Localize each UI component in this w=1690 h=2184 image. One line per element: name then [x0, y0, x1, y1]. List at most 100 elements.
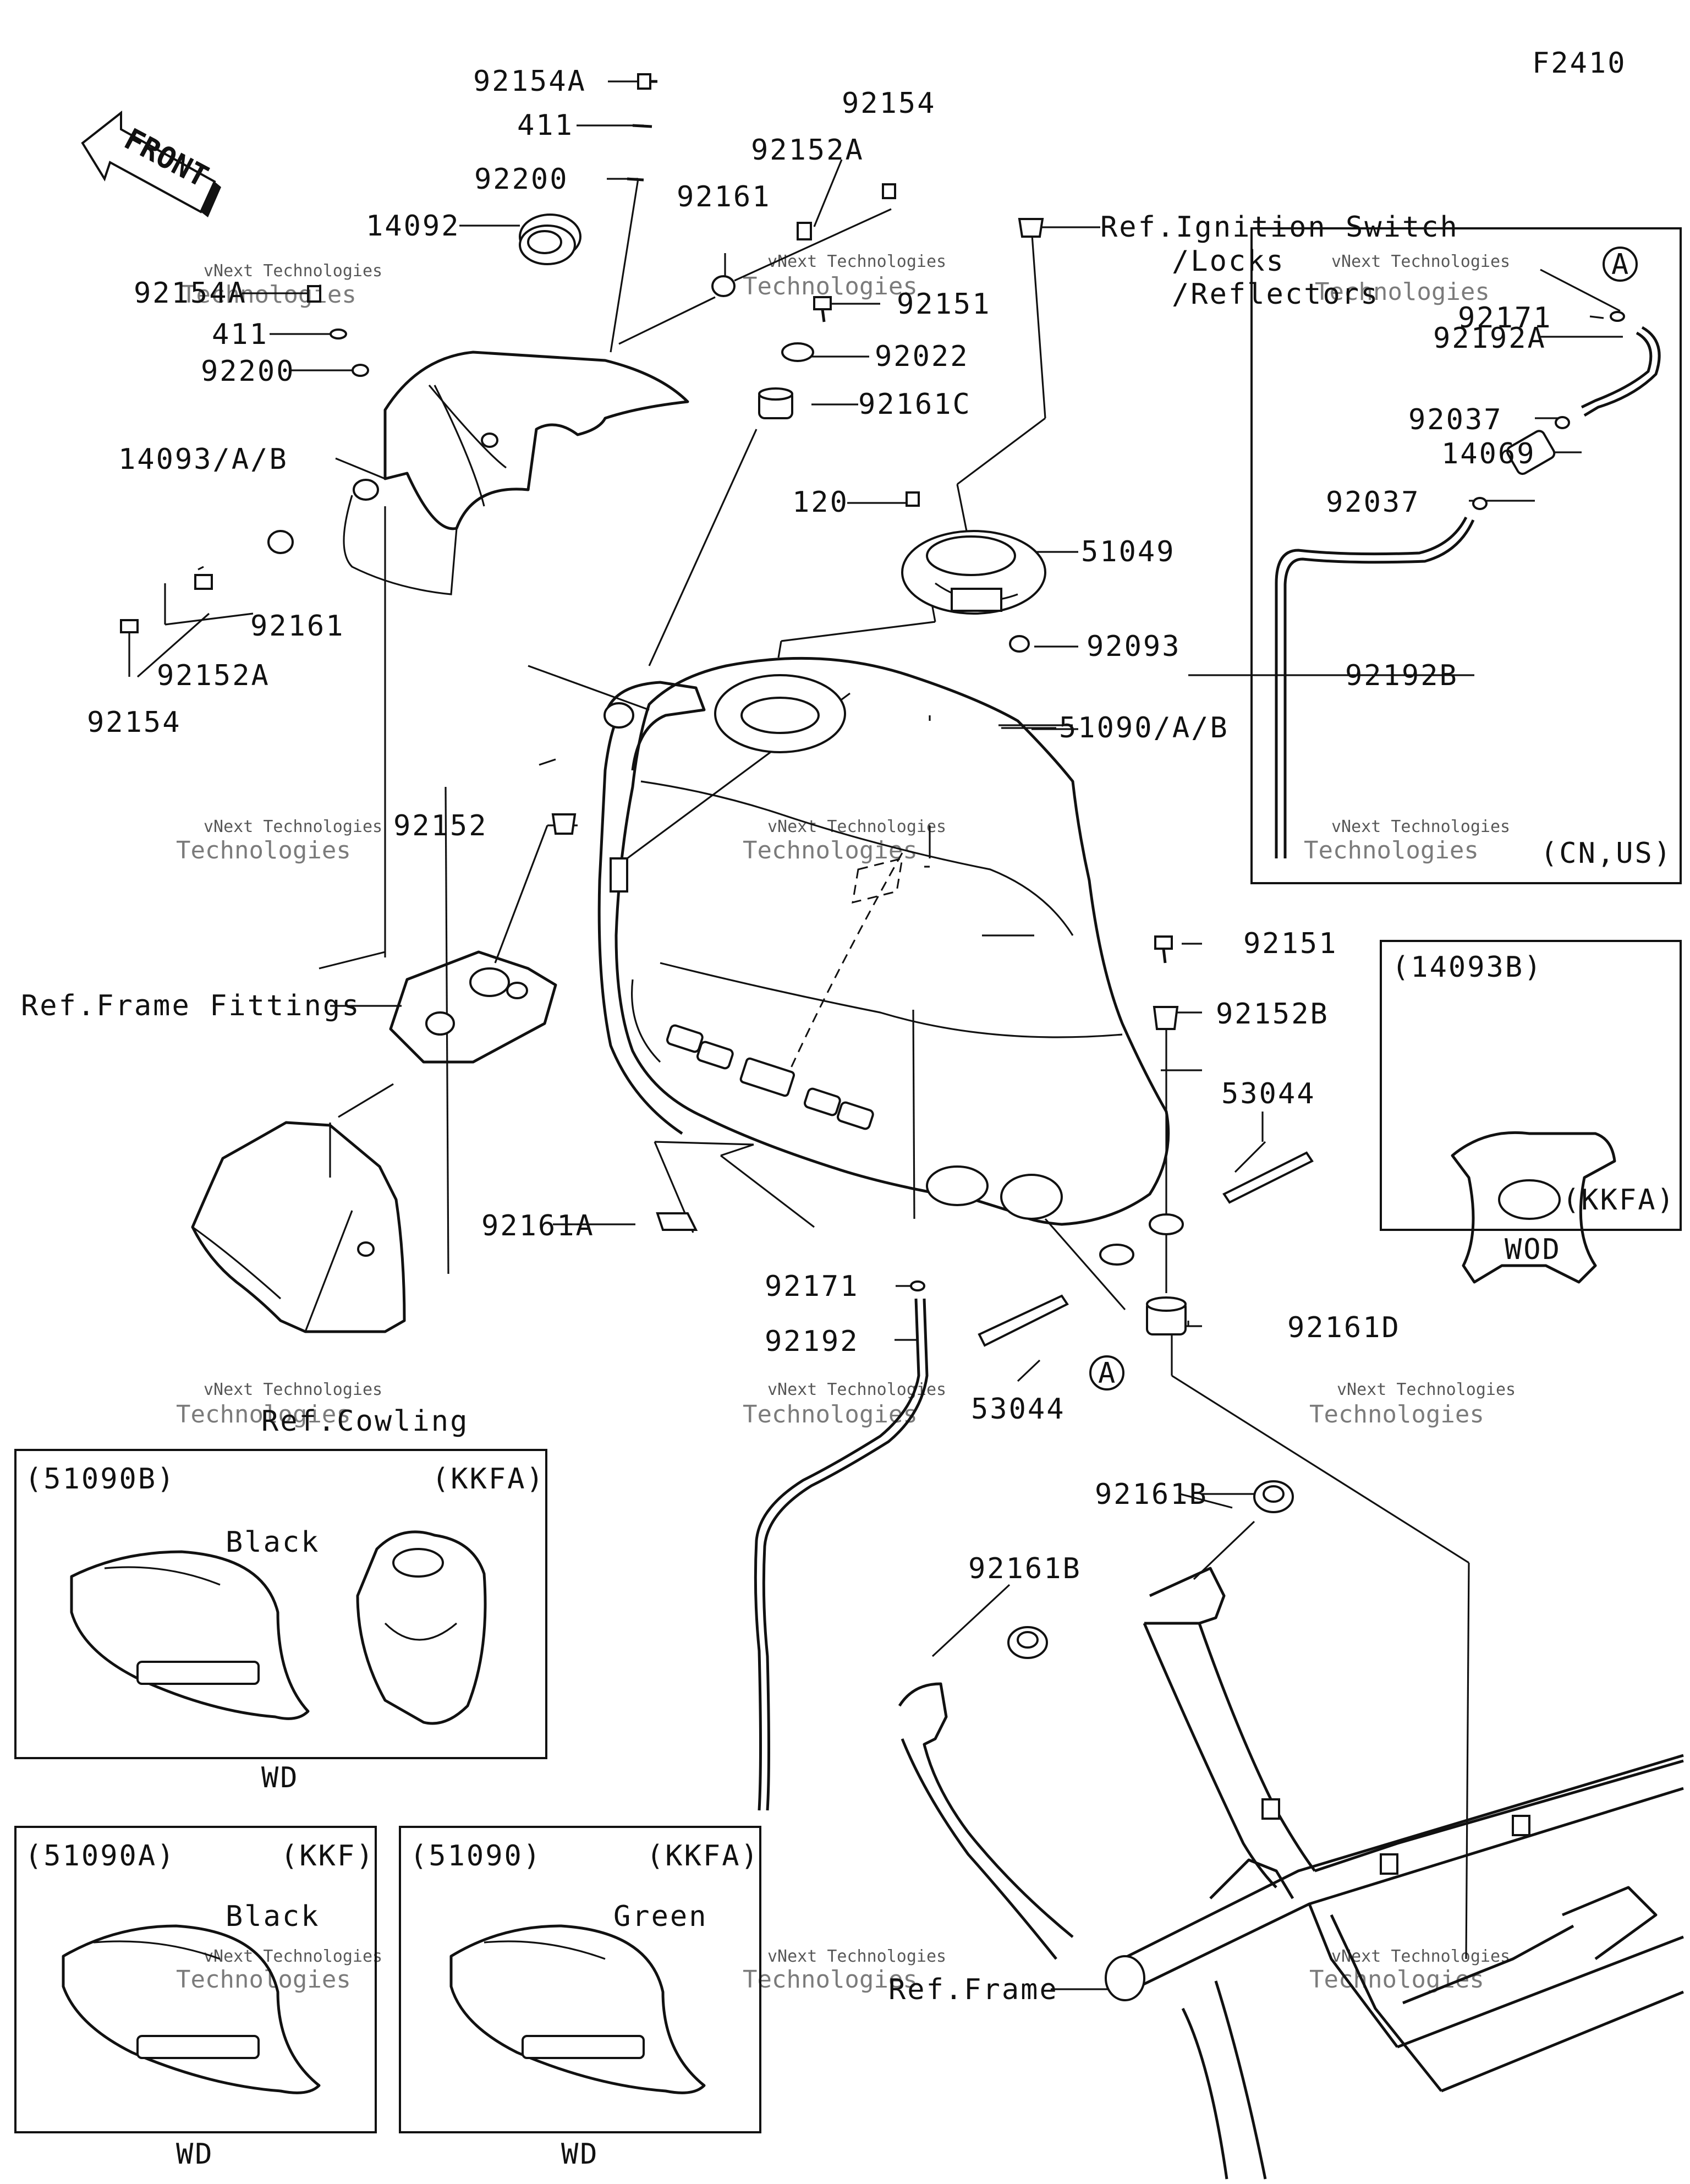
inset-base-caption: WD	[561, 2138, 599, 2171]
wod-market: (KKFA)	[1562, 1184, 1676, 1217]
svg-text:Technologies: Technologies	[1309, 1400, 1484, 1428]
svg-text:Technologies: Technologies	[1304, 836, 1479, 864]
label-ref-locks: /Locks	[1172, 245, 1285, 278]
label-51049: 51049	[1081, 535, 1176, 568]
svg-text:vNext Technologies: vNext Technologies	[204, 261, 382, 281]
svg-text:vNext Technologies: vNext Technologies	[767, 252, 946, 271]
inset-b-caption: WD	[261, 1761, 299, 1794]
clamp-92171	[910, 1280, 925, 1291]
label-92192: 92192	[765, 1325, 859, 1358]
tank-51090A-side	[62, 1924, 321, 2094]
label-411: 411	[212, 318, 268, 351]
svg-text:Technologies: Technologies	[176, 836, 351, 864]
label-92161B-b: 92161B	[968, 1552, 1082, 1585]
collar-92152A-lower	[194, 574, 213, 590]
label-14069: 14069	[1441, 437, 1536, 470]
box-cn-us	[1250, 227, 1682, 884]
washer-92022	[781, 342, 814, 362]
bolt-92154-lower	[120, 619, 139, 633]
inset-a-color: Black	[226, 1900, 320, 1933]
tank-51090B-side	[70, 1550, 310, 1720]
part-drawings	[14, 73, 1684, 2180]
inset-a-part: (51090A)	[25, 1840, 175, 1873]
label-marker-a-box: A	[1611, 248, 1630, 281]
svg-text:Technologies: Technologies	[743, 836, 918, 864]
collar-92152A-upper	[797, 222, 812, 240]
grommet-92161C	[758, 387, 793, 419]
filter-14069	[1506, 430, 1556, 475]
label-ref-cowling: Ref.Cowling	[261, 1405, 469, 1438]
inset-base-market: (KKFA)	[646, 1840, 760, 1873]
label-92152A-lower: 92152A	[157, 659, 270, 692]
label-92152B: 92152B	[1216, 998, 1329, 1031]
svg-text:vNext Technologies: vNext Technologies	[204, 1947, 382, 1966]
label-92152A-upper: 92152A	[751, 134, 864, 167]
ignition-bolt	[1018, 218, 1044, 238]
label-92151-upper: 92151	[897, 288, 991, 321]
label-51090-a-b: 51090/A/B	[1059, 711, 1229, 745]
watermarks: vNext Technologies Technologies vNext Te…	[176, 252, 1516, 1994]
figure-code: F2410	[1532, 47, 1627, 80]
damper-92161A	[656, 1212, 698, 1231]
label-92037-a: 92037	[1408, 403, 1503, 436]
tank-51090-side	[449, 1924, 706, 2094]
label-92154A: 92154A	[134, 277, 247, 310]
label-92093: 92093	[1087, 630, 1181, 663]
bolt-92151-upper	[813, 296, 832, 322]
svg-text:vNext Technologies: vNext Technologies	[1331, 252, 1510, 271]
wod-part: (14093B)	[1392, 951, 1543, 984]
label-92161D: 92161D	[1287, 1311, 1401, 1344]
svg-text:Technologies: Technologies	[743, 1400, 918, 1428]
washer-92200-top	[627, 177, 644, 182]
box-51090	[399, 1826, 761, 2133]
screw-120	[906, 491, 920, 507]
svg-text:Technologies: Technologies	[176, 1400, 351, 1428]
fuel-tank-51090	[597, 656, 1184, 1266]
grommet-92161-lower	[267, 530, 294, 554]
svg-text:vNext Technologies: vNext Technologies	[1337, 1380, 1516, 1399]
label-92200-top: 92200	[474, 163, 569, 196]
grommet-92161D	[1146, 1296, 1187, 1335]
label-53044-lower: 53044	[971, 1393, 1066, 1426]
front-arrow-icon: FRONT	[81, 110, 221, 217]
ref-cowling	[191, 1121, 406, 1333]
label-14093-a-b: 14093/A/B	[118, 443, 288, 476]
svg-text:vNext Technologies: vNext Technologies	[1331, 817, 1510, 836]
label-cn-us: (CN,US)	[1540, 837, 1672, 870]
label-ref-ignition-switch: Ref.Ignition Switch	[1100, 211, 1459, 244]
inset-b-part: (51090B)	[25, 1463, 175, 1496]
hose-92192B	[1275, 516, 1475, 858]
label-53044-right: 53044	[1221, 1077, 1316, 1110]
bolt-92154A	[307, 285, 321, 303]
label-92037-b: 92037	[1326, 486, 1420, 519]
label-92192B: 92192B	[1345, 659, 1458, 692]
label-92161-lower: 92161	[250, 610, 345, 643]
svg-text:Technologies: Technologies	[1309, 1966, 1484, 1994]
label-92171-box: 92171	[1458, 302, 1552, 335]
grommet-92161-upper	[618, 208, 892, 345]
svg-text:vNext Technologies: vNext Technologies	[767, 817, 946, 836]
label-92192A: 92192A	[1433, 322, 1546, 355]
box-51090B	[14, 1449, 547, 1759]
tube-53044-lower	[978, 1294, 1069, 1347]
cover-14093B	[1451, 1131, 1616, 1284]
svg-text:Technologies: Technologies	[743, 272, 918, 300]
svg-text:Technologies: Technologies	[182, 281, 356, 309]
label-14092: 14092	[366, 210, 460, 243]
clamp-92171-box	[1610, 311, 1625, 322]
label-92152: 92152	[393, 809, 488, 842]
label-92171: 92171	[765, 1270, 859, 1303]
label-92161C: 92161C	[858, 388, 972, 421]
label-92161-upper: 92161	[677, 180, 771, 214]
grommet-92161B-a	[1253, 1480, 1294, 1513]
inset-base-color: Green	[613, 1900, 708, 1933]
svg-text:vNext Technologies: vNext Technologies	[1331, 1947, 1510, 1966]
label-92200: 92200	[201, 355, 295, 388]
box-wod	[1380, 940, 1682, 1231]
gasket-92093	[1009, 635, 1030, 653]
label-92151-right: 92151	[1243, 927, 1338, 960]
label-92161A: 92161A	[481, 1209, 595, 1242]
bolt-92151-right	[1154, 935, 1173, 964]
frame-fittings	[389, 950, 557, 1064]
inset-b-market: (KKFA)	[432, 1463, 545, 1496]
